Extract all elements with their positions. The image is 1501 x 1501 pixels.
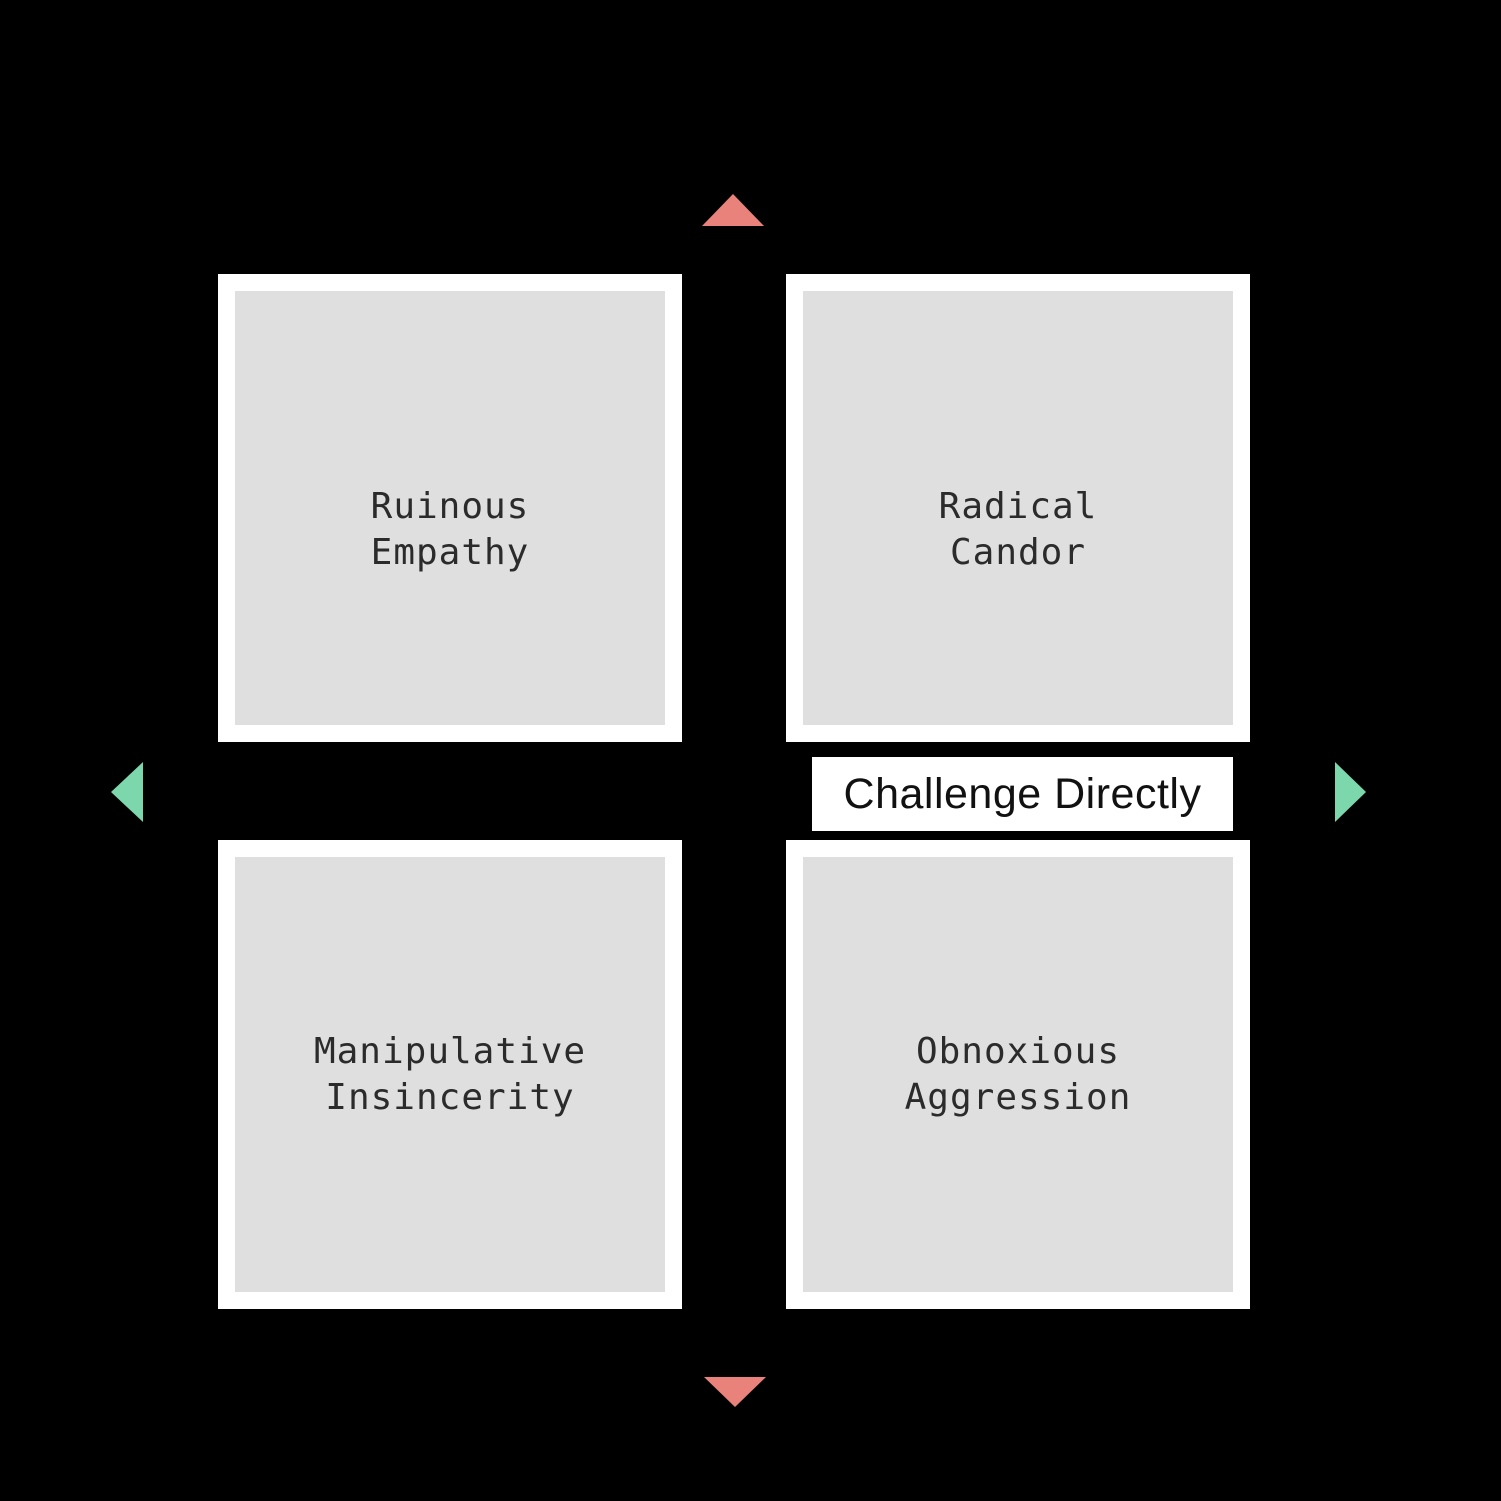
axis-right-arrow-icon xyxy=(1335,762,1366,822)
quadrant-ruinous-empathy-panel: Ruinous Empathy xyxy=(235,291,665,725)
x-axis-label: Challenge Directly xyxy=(843,769,1202,818)
axis-up-arrow-icon xyxy=(702,194,764,226)
quadrant-manipulative-insincerity-panel: Manipulative Insincerity xyxy=(235,857,665,1292)
quadrant-label: Radical Candor xyxy=(938,486,1098,573)
quadrant-radical-candor: Radical Candor xyxy=(786,274,1250,742)
quadrant-obnoxious-aggression-panel: Obnoxious Aggression xyxy=(803,857,1233,1292)
quadrant-obnoxious-aggression: Obnoxious Aggression xyxy=(786,840,1250,1309)
quadrant-ruinous-empathy: Ruinous Empathy xyxy=(218,274,682,742)
axis-down-arrow-icon xyxy=(704,1377,766,1407)
quadrant-radical-candor-panel: Radical Candor xyxy=(803,291,1233,725)
quadrant-manipulative-insincerity: Manipulative Insincerity xyxy=(218,840,682,1309)
axis-left-arrow-icon xyxy=(111,762,143,822)
quadrant-label: Manipulative Insincerity xyxy=(313,1030,587,1118)
quadrant-label: Obnoxious Aggression xyxy=(904,1030,1132,1118)
quadrant-label: Ruinous Empathy xyxy=(370,486,530,573)
x-axis-label-box: Challenge Directly xyxy=(812,757,1233,831)
